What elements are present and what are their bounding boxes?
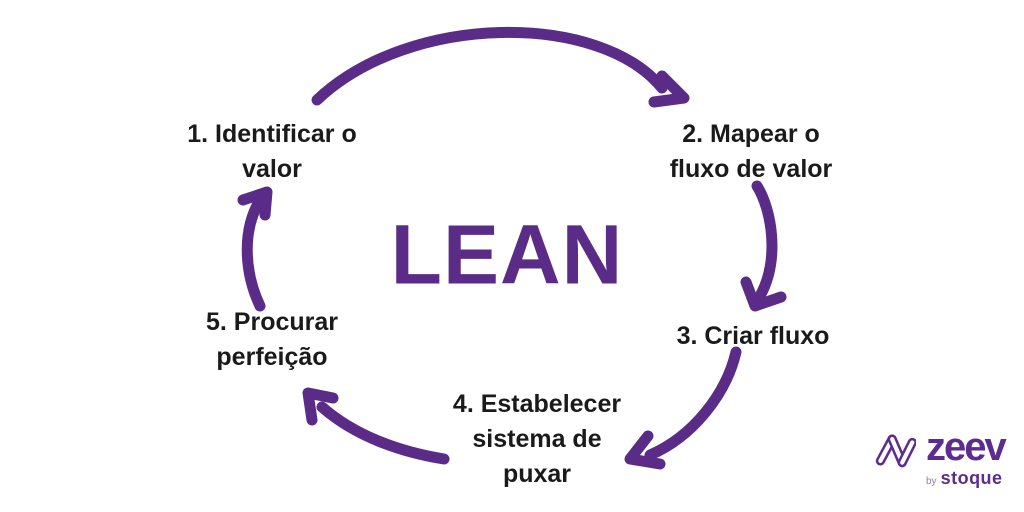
step-4-line-3: puxar bbox=[502, 460, 572, 488]
step-4-establish-pull-system: 4. Estabelecer sistema de puxar bbox=[453, 387, 621, 492]
step-5-seek-perfection: 5. Procurar perfeição bbox=[206, 305, 338, 375]
step-4-line-1: 4. Estabelecer bbox=[452, 390, 622, 418]
logo-wordmark: zeev bbox=[926, 425, 1007, 469]
step-2-line-2: fluxo de valor bbox=[669, 155, 833, 183]
arrow-step2-to-step3-icon bbox=[740, 180, 787, 312]
step-5-line-1: 5. Procurar bbox=[205, 308, 339, 336]
step-1-line-2: valor bbox=[242, 155, 302, 183]
step-3-create-flow: 3. Criar fluxo bbox=[677, 319, 830, 354]
arrow-step3-to-step4-icon bbox=[624, 346, 742, 470]
zeev-logo: zeev by stoque bbox=[870, 424, 1007, 489]
byline-prefix: by bbox=[926, 476, 937, 487]
zeev-logo-icon bbox=[875, 434, 916, 468]
diagram-title: LEAN bbox=[390, 207, 624, 302]
step-1-line-1: 1. Identificar o bbox=[187, 120, 357, 148]
arrow-step5-to-step1-icon bbox=[237, 186, 273, 312]
step-2-map-value-stream: 2. Mapear o fluxo de valor bbox=[670, 117, 833, 187]
step-2-line-1: 2. Mapear o bbox=[682, 120, 820, 148]
step-5-line-2: perfeição bbox=[216, 343, 328, 371]
step-3-line-1: 3. Criar fluxo bbox=[676, 322, 830, 350]
logo-byline: by stoque bbox=[926, 468, 1005, 489]
byline-brand: stoque bbox=[940, 468, 1003, 488]
arrow-step4-to-step5-icon bbox=[302, 387, 450, 465]
step-1-identify-value: 1. Identificar o valor bbox=[187, 117, 356, 187]
step-4-line-2: sistema de bbox=[472, 425, 602, 453]
logo-text-block: zeev by stoque bbox=[926, 424, 1007, 489]
arrow-step1-to-step2-icon bbox=[311, 26, 690, 108]
